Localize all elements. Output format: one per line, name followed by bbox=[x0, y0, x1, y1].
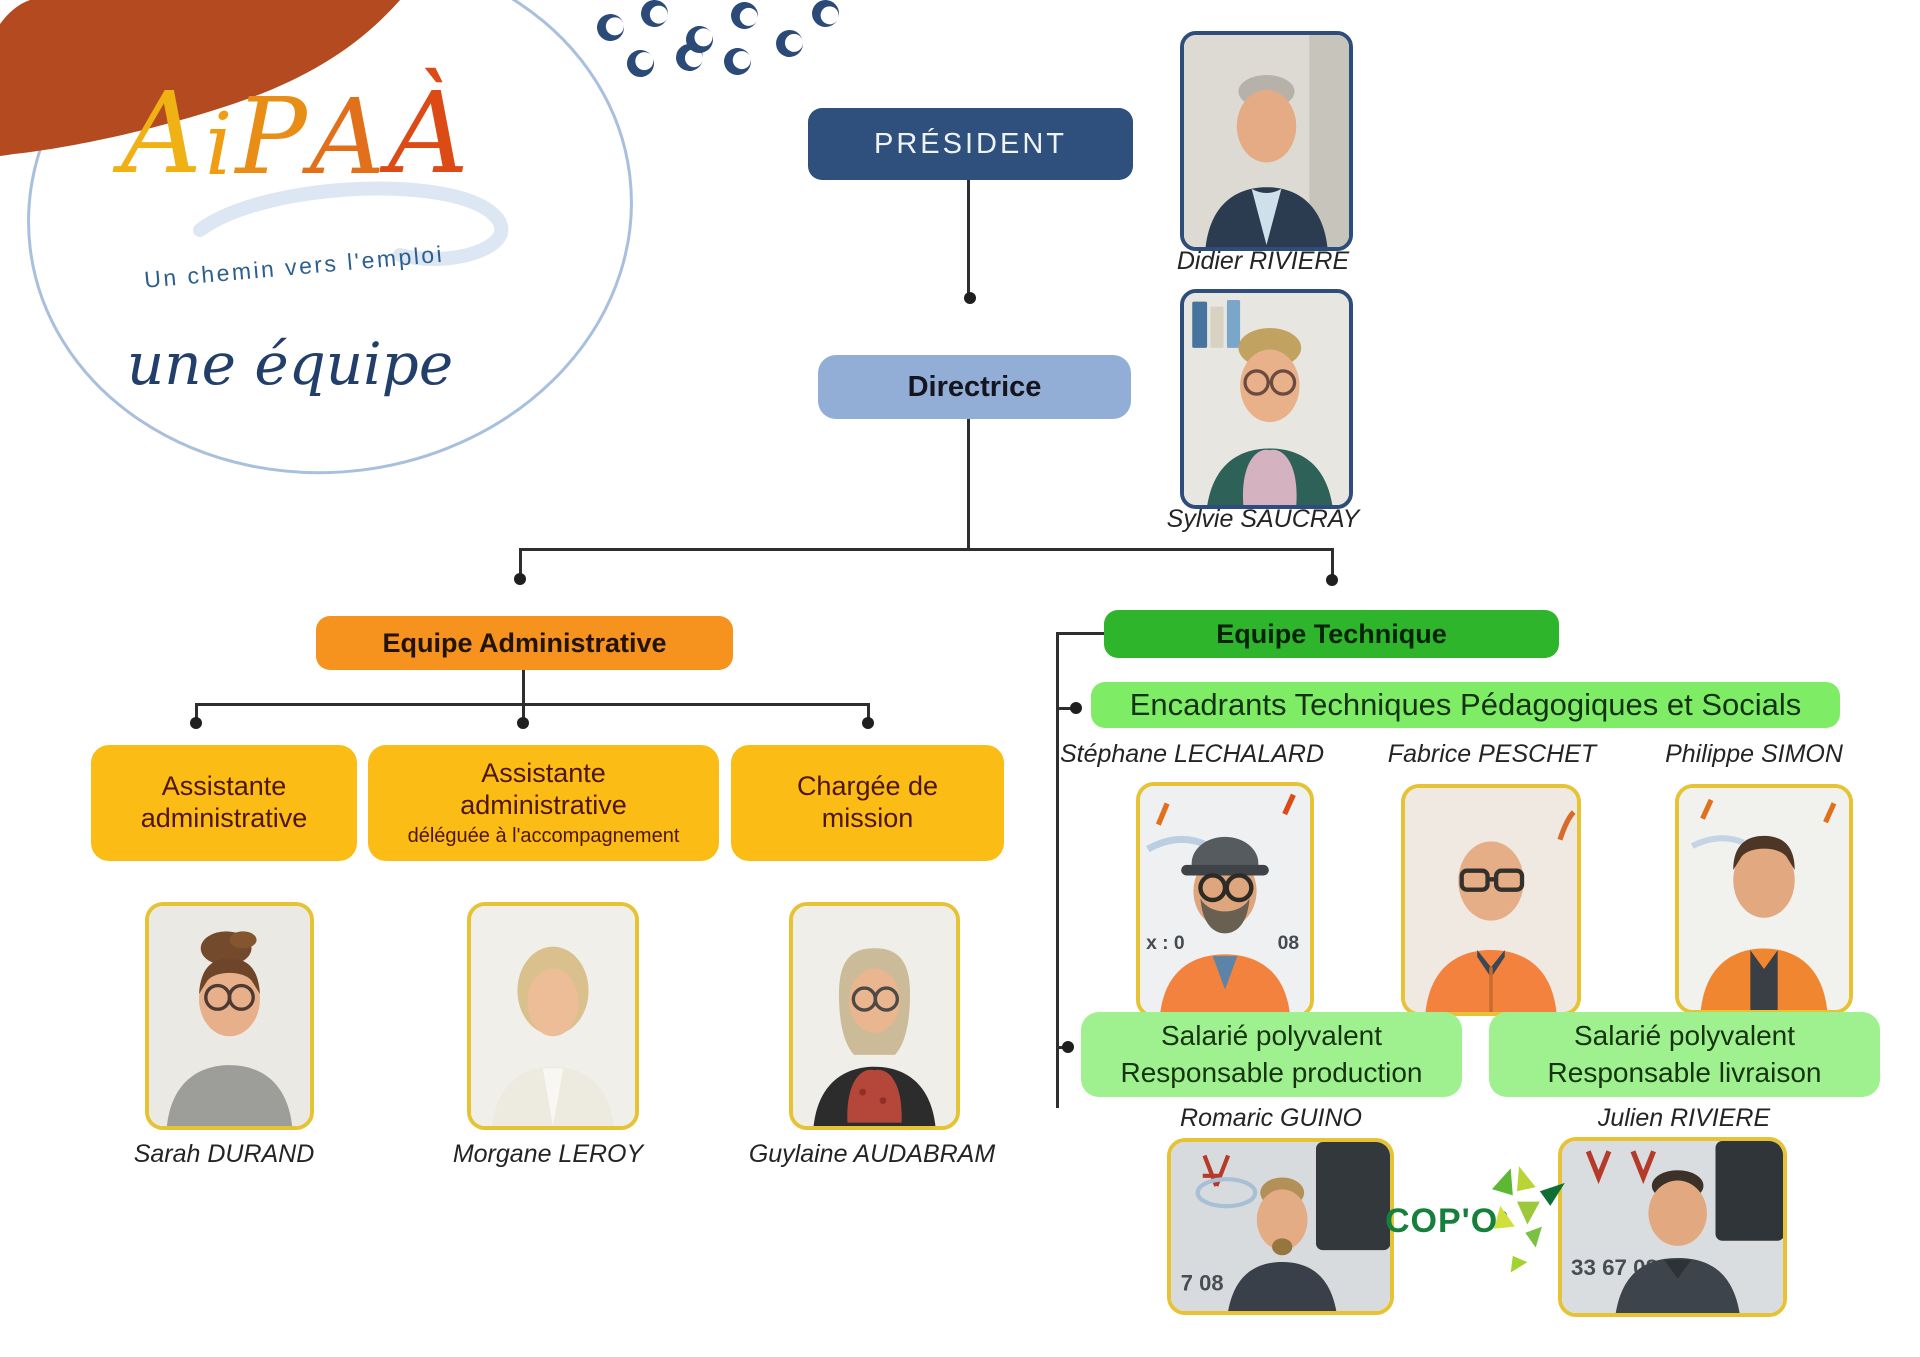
salarie-title-line: Responsable production bbox=[1120, 1056, 1423, 1088]
connector bbox=[1331, 548, 1334, 576]
role-box-chargee-de-mission: Chargée de mission bbox=[731, 745, 1004, 861]
role-title-line: Assistante bbox=[481, 758, 606, 789]
photo-didier-riviere bbox=[1180, 31, 1353, 251]
copo-triangles-icon bbox=[1491, 1166, 1565, 1273]
encadrant-name-3: Philippe SIMON bbox=[1665, 740, 1843, 768]
salarie-livraison-box: Salarié polyvalent Responsable livraison bbox=[1489, 1012, 1880, 1097]
connector-dot bbox=[1326, 574, 1338, 586]
crescent-icon bbox=[676, 44, 703, 71]
connector bbox=[967, 180, 970, 293]
president-name: Didier RIVIERE bbox=[1176, 247, 1350, 275]
photo-guylaine-audabram bbox=[789, 902, 960, 1130]
role-box-assistante-deleguee: Assistante administrative déléguée à l'a… bbox=[368, 745, 719, 861]
van-phone-fragment: 7 08 bbox=[1181, 1271, 1224, 1296]
connector bbox=[195, 703, 198, 719]
salarie-name-2: Julien RIVIERE bbox=[1597, 1104, 1771, 1132]
connector bbox=[1056, 632, 1059, 1108]
encadrant-name-1: Stéphane LECHALARD bbox=[1059, 740, 1325, 768]
brand-letter: A bbox=[121, 69, 203, 199]
crescent-icon bbox=[731, 2, 758, 29]
technical-team-box: Equipe Technique bbox=[1104, 610, 1559, 658]
admin-team-box: Equipe Administrative bbox=[316, 616, 733, 670]
crescent-icon bbox=[812, 0, 839, 27]
crescent-icon bbox=[597, 14, 624, 41]
connector bbox=[1058, 632, 1104, 635]
copo-wordmark: COP'O bbox=[1385, 1202, 1499, 1240]
photo-stephane-lechalard: x : 0 08 bbox=[1136, 782, 1314, 1018]
brand-letter: i bbox=[205, 95, 233, 196]
connector-dot bbox=[514, 573, 526, 585]
encadrant-name-2: Fabrice PESCHET bbox=[1387, 740, 1597, 768]
director-box: Directrice bbox=[818, 355, 1131, 419]
brand-letter: A bbox=[309, 76, 385, 199]
crescent-icon bbox=[776, 30, 803, 57]
connector bbox=[519, 548, 1334, 551]
page-title: une équipe bbox=[126, 330, 454, 398]
connector-dot bbox=[862, 717, 874, 729]
brand-logo: A i P A À bbox=[95, 69, 495, 199]
portrait-fabrice-illustration bbox=[1405, 788, 1577, 1012]
salarie-title-line: Salarié polyvalent bbox=[1160, 1020, 1383, 1052]
crescent-icon bbox=[641, 0, 668, 27]
rust-corner-shape bbox=[0, 0, 400, 156]
crescent-icon bbox=[627, 50, 654, 77]
president-box: PRÉSIDENT bbox=[808, 108, 1133, 180]
photo-text-fragment: x : 0 bbox=[1146, 933, 1185, 954]
brand-letter: P bbox=[235, 75, 307, 199]
director-title: Directrice bbox=[907, 370, 1042, 403]
admin-name-1: Sarah DURAND bbox=[133, 1140, 315, 1168]
role-title-line: mission bbox=[821, 803, 914, 833]
connector bbox=[1058, 707, 1074, 710]
photo-fabrice-peschet bbox=[1401, 784, 1581, 1016]
salarie-name-1: Romaric GUINO bbox=[1180, 1104, 1362, 1132]
encadrants-box: Encadrants Techniques Pédagogiques et So… bbox=[1091, 682, 1840, 728]
portrait-philippe-illustration bbox=[1679, 788, 1849, 1010]
president-title: PRÉSIDENT bbox=[874, 127, 1067, 160]
connector-dot bbox=[1070, 702, 1082, 714]
encadrants-label: Encadrants Techniques Pédagogiques et So… bbox=[1129, 687, 1802, 722]
role-title-line: Assistante bbox=[161, 771, 287, 802]
connector bbox=[967, 419, 970, 548]
admin-team-label: Equipe Administrative bbox=[382, 627, 667, 658]
photo-philippe-simon bbox=[1675, 784, 1853, 1014]
admin-name-2: Morgane LEROY bbox=[452, 1140, 644, 1168]
connector bbox=[867, 703, 870, 719]
connector bbox=[519, 548, 522, 575]
photo-sarah-durand bbox=[145, 902, 314, 1130]
connector bbox=[522, 703, 525, 719]
portrait-guylaine-illustration bbox=[793, 906, 956, 1126]
crescent-icon bbox=[724, 48, 751, 75]
portrait-stephane-illustration: x : 0 08 bbox=[1140, 786, 1310, 1014]
portrait-sarah-illustration bbox=[149, 906, 310, 1126]
connector bbox=[195, 703, 870, 706]
portrait-didier-illustration bbox=[1184, 35, 1349, 247]
photo-sylvie-saucray bbox=[1180, 289, 1353, 509]
role-title-line: administrative bbox=[140, 803, 308, 833]
connector-dot bbox=[964, 292, 976, 304]
brand-letter: À bbox=[387, 69, 469, 199]
admin-name-3: Guylaine AUDABRAM bbox=[748, 1140, 996, 1168]
connector-dot bbox=[190, 717, 202, 729]
copo-logo-text: COP'O® bbox=[1385, 1202, 1507, 1241]
portrait-julien-illustration: 33 67 08 bbox=[1562, 1141, 1783, 1313]
role-title-line: Chargée de bbox=[796, 771, 939, 802]
technical-team-label: Equipe Technique bbox=[1216, 618, 1447, 649]
salarie-title-line: Salarié polyvalent bbox=[1573, 1020, 1796, 1052]
salarie-title-line: Responsable livraison bbox=[1547, 1056, 1822, 1088]
photo-julien-riviere: 33 67 08 bbox=[1558, 1137, 1787, 1317]
photo-text-fragment: 08 bbox=[1278, 933, 1300, 954]
role-title-line: administrative bbox=[460, 790, 627, 820]
connector-dot bbox=[1062, 1041, 1074, 1053]
connector-dot bbox=[517, 717, 529, 729]
connector bbox=[522, 670, 525, 703]
portrait-romaric-illustration: 7 08 bbox=[1171, 1142, 1390, 1311]
portrait-morgane-illustration bbox=[471, 906, 635, 1126]
role-subtitle: déléguée à l'accompagnement bbox=[407, 824, 680, 847]
photo-romaric-guino: 7 08 bbox=[1167, 1138, 1394, 1315]
photo-morgane-leroy bbox=[467, 902, 639, 1130]
salarie-production-box: Salarié polyvalent Responsable productio… bbox=[1081, 1012, 1462, 1097]
role-box-assistante-administrative: Assistante administrative bbox=[91, 745, 357, 861]
director-name: Sylvie SAUCRAY bbox=[1166, 505, 1360, 533]
portrait-sylvie-illustration bbox=[1184, 293, 1349, 505]
